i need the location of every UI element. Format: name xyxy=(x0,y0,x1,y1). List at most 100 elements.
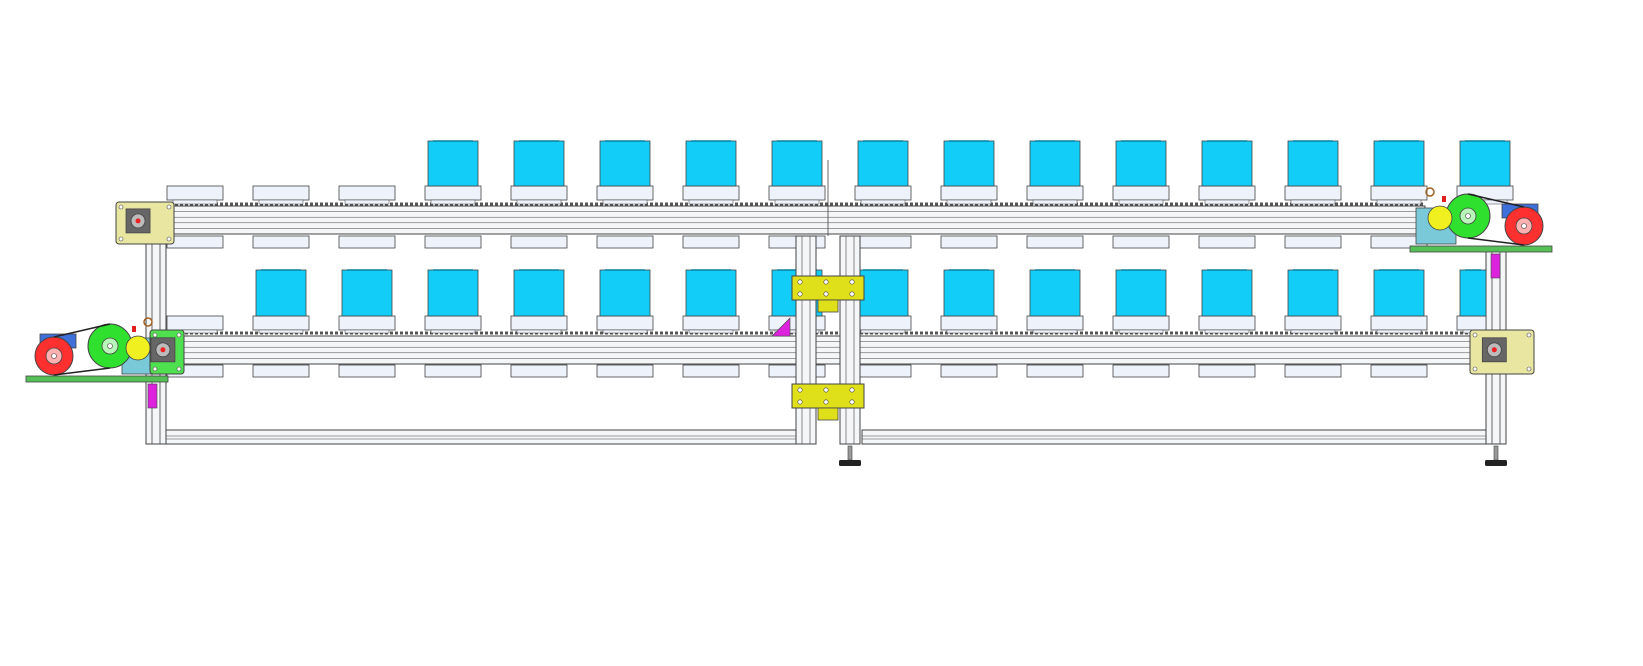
tray-mount xyxy=(1118,199,1164,205)
carrier-tray xyxy=(854,315,912,331)
plate-bolt xyxy=(1526,366,1532,372)
tray-mount xyxy=(946,329,992,334)
bracket-bolt xyxy=(797,387,803,393)
carrier-tray xyxy=(1198,315,1256,331)
product-box xyxy=(1373,269,1425,317)
center-post xyxy=(839,235,861,445)
tray-mount xyxy=(516,329,562,334)
center-support-column xyxy=(771,160,865,445)
center-bracket xyxy=(791,275,865,301)
return-tray xyxy=(1370,364,1428,378)
plate-bolt xyxy=(1526,332,1532,338)
bracket-bolt xyxy=(823,279,829,285)
return-tray xyxy=(940,364,998,378)
drive-unit-right xyxy=(1409,187,1553,253)
conveyor-rail xyxy=(169,205,1426,235)
upper-conveyor-tier xyxy=(166,140,1514,249)
carrier-tray xyxy=(596,185,654,201)
bottom-frame-rail xyxy=(165,429,797,445)
tray-mount xyxy=(688,199,734,205)
tray-mount xyxy=(516,199,562,205)
return-tray xyxy=(940,235,998,249)
product-box xyxy=(1287,140,1339,187)
product-box xyxy=(513,269,565,317)
tray-mount xyxy=(602,329,648,334)
carrier-tray xyxy=(1198,185,1256,201)
foot-pad xyxy=(1485,460,1507,466)
tray-mount xyxy=(1290,199,1336,205)
plate-bolt xyxy=(1472,366,1478,372)
carrier-tray xyxy=(1284,315,1342,331)
return-tray xyxy=(1026,235,1084,249)
return-tray xyxy=(596,364,654,378)
tray-mount xyxy=(430,329,476,334)
lifting-eye xyxy=(1425,187,1435,197)
product-box xyxy=(1115,140,1167,187)
product-box xyxy=(1287,269,1339,317)
tray-mount xyxy=(860,199,906,205)
conveyor-rail xyxy=(179,335,1471,365)
plate-bolt xyxy=(176,332,182,338)
product-box xyxy=(255,269,307,317)
driven-pulley-bore xyxy=(107,343,113,349)
product-box xyxy=(1115,269,1167,317)
carrier-tray xyxy=(1026,315,1084,331)
sprocket-icon xyxy=(125,208,151,234)
return-tray xyxy=(1112,235,1170,249)
return-tray xyxy=(510,364,568,378)
upper-left-idler xyxy=(115,201,175,245)
sprocket-icon xyxy=(1481,337,1507,363)
return-tray xyxy=(252,364,310,378)
bracket-bolt xyxy=(823,387,829,393)
coupling-hub xyxy=(125,335,151,361)
foot-stem xyxy=(847,445,853,461)
tray-mount xyxy=(860,329,906,334)
carrier-tray xyxy=(768,185,826,201)
return-tray xyxy=(1284,364,1342,378)
carrier-tray xyxy=(1112,185,1170,201)
tray-mount xyxy=(1376,199,1422,205)
tray-mount xyxy=(602,199,648,205)
plate-bolt xyxy=(118,236,124,242)
sprocket-hub xyxy=(135,218,141,224)
drive-base-plate xyxy=(25,375,169,383)
leveling-foot-icon xyxy=(839,445,861,466)
return-tray xyxy=(1112,364,1170,378)
tray-mount xyxy=(258,199,304,205)
tray-mount xyxy=(774,199,820,205)
tray-mount xyxy=(1204,199,1250,205)
tray-mount xyxy=(1032,329,1078,334)
bracket-bolt xyxy=(849,291,855,297)
carrier-tray xyxy=(510,185,568,201)
carrier-tray xyxy=(252,315,310,331)
return-tray xyxy=(596,235,654,249)
bracket-bolt xyxy=(849,387,855,393)
bracket-bolt xyxy=(823,399,829,405)
carrier-tray xyxy=(510,315,568,331)
return-tray xyxy=(682,235,740,249)
chain-guide xyxy=(771,317,791,337)
product-box xyxy=(685,269,737,317)
drive-belt xyxy=(1467,237,1525,246)
sprocket-hub xyxy=(1491,347,1497,353)
product-box xyxy=(685,140,737,187)
tray-mount xyxy=(1118,329,1164,334)
carrier-tray xyxy=(1112,315,1170,331)
plate-bolt xyxy=(166,204,172,210)
product-box xyxy=(1459,269,1487,317)
plate-bolt xyxy=(152,366,158,372)
tray-mount xyxy=(258,329,304,334)
return-tray xyxy=(854,235,912,249)
tray-mount xyxy=(1204,329,1250,334)
drive-base-plate xyxy=(1409,245,1553,253)
carrier-tray xyxy=(1026,185,1084,201)
tray-mount xyxy=(344,199,390,205)
product-box xyxy=(857,269,909,317)
product-box xyxy=(427,140,479,187)
product-box xyxy=(857,140,909,187)
return-tray xyxy=(1198,364,1256,378)
return-tray xyxy=(424,364,482,378)
plate-bolt xyxy=(176,366,182,372)
